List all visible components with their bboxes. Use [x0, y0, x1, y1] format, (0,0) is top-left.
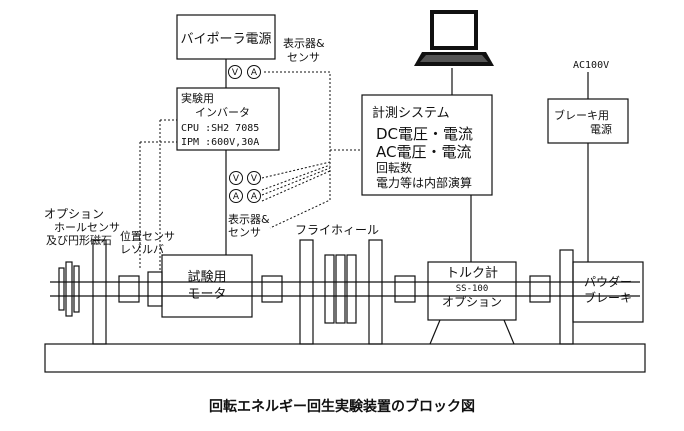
powder-brake-label: パウダー [584, 274, 632, 289]
voltmeter-icon [247, 171, 261, 185]
brake-power-label: ブレーキ用 [554, 108, 609, 122]
resolver [147, 271, 163, 307]
hall-sensor-disk [65, 261, 73, 317]
test-motor-box [161, 254, 253, 318]
meter-label: V [251, 174, 258, 184]
coupling [261, 275, 283, 303]
coupling [529, 275, 551, 303]
support-post [368, 239, 383, 345]
support-post [299, 239, 314, 345]
torque-meter-box [427, 261, 517, 321]
powder-brake-label: ブレーキ [584, 290, 632, 305]
torque-meter-model: SS-100 [456, 284, 489, 294]
position-sensor-label: レゾルバ [120, 243, 164, 256]
display-sensor-label: センサ [228, 226, 261, 239]
meter-label: A [251, 68, 258, 78]
test-motor-label: 試験用 [187, 269, 226, 285]
hall-sensor-disk [58, 267, 65, 311]
inverter-title: インバータ [195, 106, 250, 119]
inverter-box [176, 87, 280, 151]
display-sensor-label: センサ [287, 51, 320, 64]
option-label: 及び円形磁石 [46, 234, 112, 247]
meter-label: V [232, 68, 239, 78]
test-motor-label: モータ [187, 287, 226, 302]
torque-meter-option: オプション [442, 295, 502, 309]
meter-label: A [251, 192, 258, 202]
display-sensor-label: 表示器& [228, 212, 270, 226]
voltmeter-icon [229, 171, 243, 185]
ammeter-icon [247, 65, 261, 79]
bipolar-power-label: バイポーラ電源 [180, 32, 271, 47]
ac100v-label: AC100V [573, 60, 609, 71]
meter-label: A [233, 192, 240, 202]
voltmeter-icon [228, 65, 242, 79]
flywheel-disc [346, 254, 357, 324]
position-sensor-label: 位置センサ [120, 229, 175, 243]
support-post [559, 249, 574, 345]
measurement-system-box [361, 94, 493, 196]
measurement-power: 電力等は内部演算 [376, 175, 472, 190]
laptop-icon [414, 10, 494, 66]
diagram-caption: 回転エネルギー回生実験装置のブロック図 [209, 399, 475, 415]
hall-sensor-disk [73, 265, 80, 313]
flywheel-disc [324, 254, 335, 324]
measurement-ac: AC電圧・電流 [376, 143, 471, 161]
option-label: ホールセンサ [54, 221, 120, 234]
option-label: オプション [44, 207, 104, 221]
brake-power-label: 電源 [590, 122, 612, 136]
flywheel-label: フライホィール [295, 223, 379, 237]
flywheel-disc [335, 254, 346, 324]
measurement-title: 計測システム [372, 105, 450, 121]
powder-brake-box [572, 261, 644, 323]
display-sensor-label: 表示器& [283, 36, 325, 50]
inverter-title: 実験用 [181, 91, 214, 105]
base-platform [44, 343, 646, 373]
coupling [394, 275, 416, 303]
support-post [92, 239, 107, 345]
coupling [118, 275, 140, 303]
torque-meter-label: トルク計 [446, 265, 498, 281]
ammeter-icon [247, 189, 261, 203]
inverter-cpu: CPU :SH2 7085 [181, 123, 259, 134]
measurement-rpm: 回転数 [376, 160, 412, 175]
measurement-dc: DC電圧・電流 [376, 125, 473, 143]
meter-label: V [233, 174, 240, 184]
ammeter-icon [229, 189, 243, 203]
inverter-ipm: IPM :600V,30A [181, 137, 259, 148]
